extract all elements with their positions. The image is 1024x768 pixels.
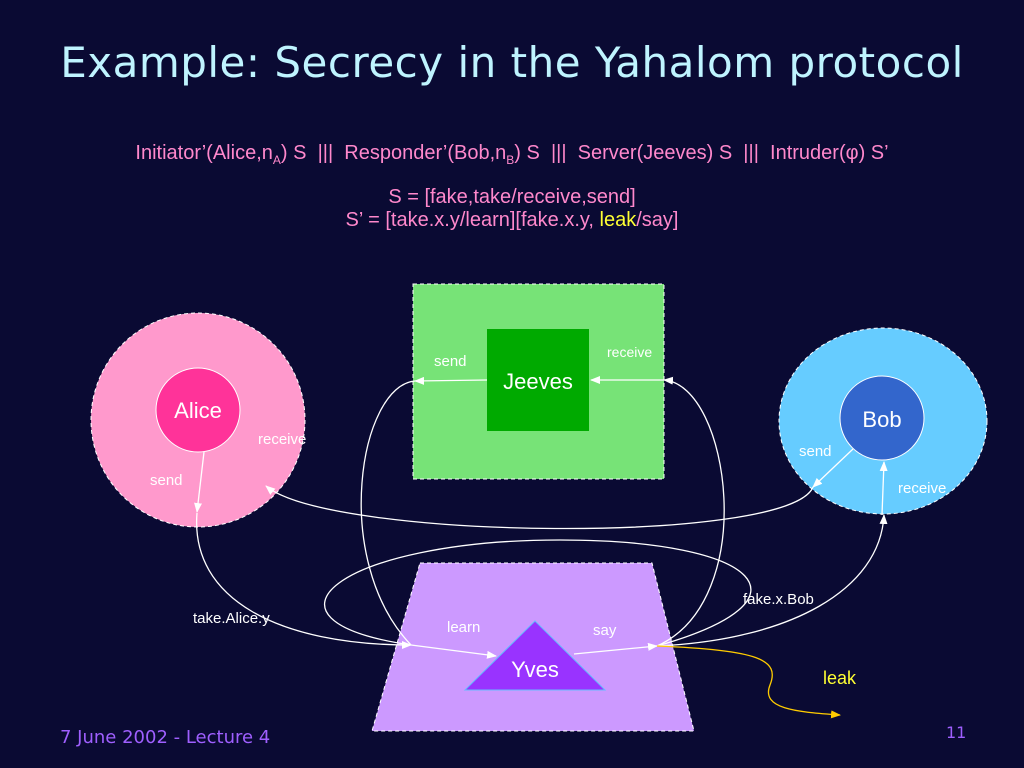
responder-term: Responder’(Bob,nB) S <box>344 142 540 167</box>
intruder-term: Intruder(φ) S’ <box>770 142 889 164</box>
take-alice-y-label: take.Alice.y <box>193 610 270 627</box>
leak-label: leak <box>823 668 857 688</box>
footer-date: 7 June 2002 - Lecture 4 <box>60 727 271 748</box>
alice-send-arrow <box>194 451 205 513</box>
yves-node <box>463 620 607 691</box>
jeeves-label: Jeeves <box>503 369 573 394</box>
server-term: Server(Jeeves) S <box>577 142 733 164</box>
bob-receive-arrow <box>879 461 888 516</box>
process-formula: Initiator’(Alice,nA) S ||| Responder’(Bo… <box>0 142 1024 167</box>
alice-label: Alice <box>174 398 222 423</box>
alice-node <box>155 367 241 453</box>
jeeves-node <box>487 329 589 431</box>
s-prime-definition: S’ = [take.x.y/learn][fake.x.y, leak/say… <box>345 209 679 231</box>
initiator-term: Initiator’(Alice,nA) S <box>135 142 307 167</box>
yves-say-label: say <box>593 622 617 639</box>
page-number: 11 <box>946 723 967 742</box>
bob-send-arrow <box>812 448 854 488</box>
bob-send-label: send <box>799 443 832 460</box>
loop-curve <box>323 539 752 647</box>
alice-receive-label: receive <box>258 431 306 448</box>
parallel-operator: ||| <box>317 142 334 164</box>
leak-arrow <box>656 645 841 719</box>
yves-learn-label: learn <box>447 619 480 636</box>
bob-node <box>839 375 925 461</box>
jeeves-receive-label: receive <box>607 344 652 360</box>
yves-say-arrow <box>573 642 658 655</box>
fake-x-bob-arrow <box>656 514 888 647</box>
jeeves-send-label: send <box>434 353 467 370</box>
take-alice-y-arrow <box>196 512 412 649</box>
parallel-operator: ||| <box>743 142 759 164</box>
bob-label: Bob <box>862 407 901 432</box>
parallel-operator: ||| <box>550 142 567 164</box>
bob-to-alice-arrow <box>265 485 814 530</box>
alice-send-label: send <box>150 472 183 489</box>
s-definition: S = [fake,take/receive,send] <box>388 186 636 208</box>
fake-x-bob-label: fake.x.Bob <box>743 591 814 608</box>
bob-receive-label: receive <box>898 480 946 497</box>
jeeves-send-to-yves-curve <box>360 380 416 646</box>
yves-to-jeeves-curve <box>656 376 725 647</box>
leak-highlight: leak <box>599 209 637 231</box>
yves-learn-arrow <box>410 644 497 659</box>
slide-title: Example: Secrecy in the Yahalom protocol <box>60 38 964 87</box>
yves-label: Yves <box>511 657 559 682</box>
jeeves-send-arrow <box>414 376 488 385</box>
